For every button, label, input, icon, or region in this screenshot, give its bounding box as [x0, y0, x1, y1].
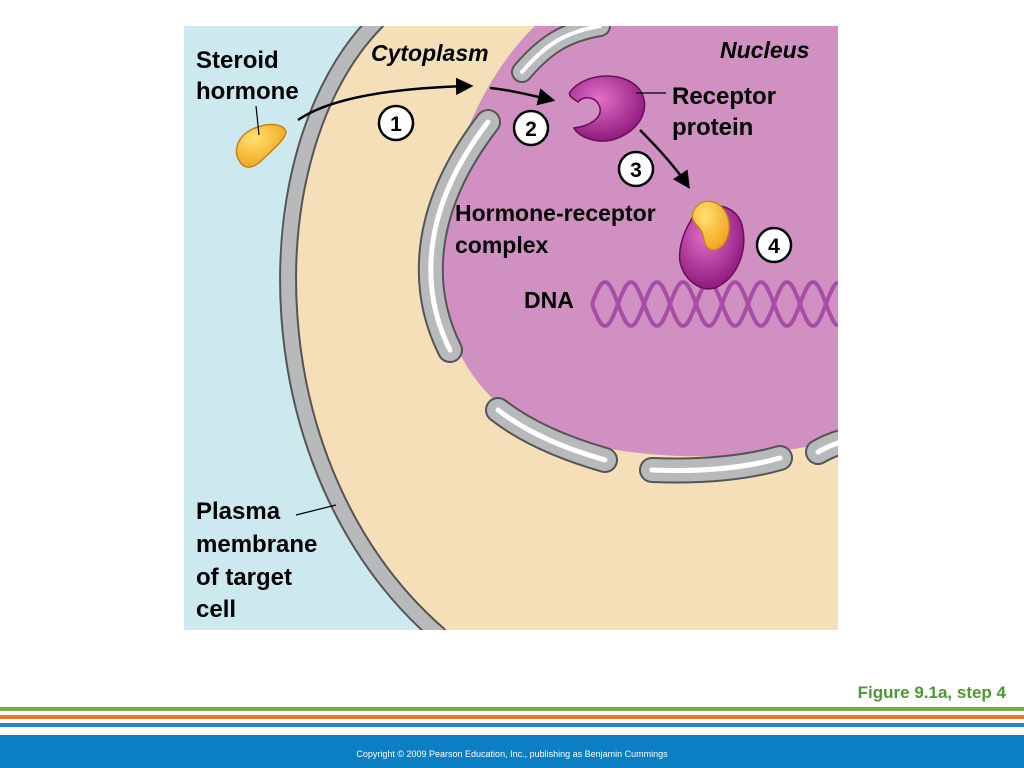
cytoplasm-label: Cytoplasm	[371, 40, 489, 66]
svg-text:3: 3	[630, 159, 642, 182]
step-1-arrow	[297, 77, 474, 122]
step-3-marker: 3	[617, 150, 655, 188]
figure-caption: Figure 9.1a, step 4	[857, 683, 1006, 702]
blue-stripe	[0, 723, 1024, 727]
footer-bar	[0, 735, 1024, 768]
plasma-membrane-core	[281, 26, 444, 630]
hormone-receptor-complex	[678, 200, 745, 290]
svg-text:1: 1	[390, 113, 402, 136]
step-2-marker: 2	[512, 109, 550, 147]
step-2-arrow	[489, 86, 556, 106]
nucleus-label: Nucleus	[720, 37, 809, 63]
steroid-hormone-label: Steroid hormone	[196, 47, 299, 105]
step-1-marker: 1	[377, 104, 415, 142]
plasma-membrane-leader	[295, 504, 337, 516]
dna-label: DNA	[524, 287, 574, 313]
step-4-marker: 4	[755, 226, 793, 264]
svg-text:2: 2	[525, 118, 537, 141]
hormone-receptor-complex-label: Hormone-receptor complex	[455, 200, 662, 258]
copyright-notice: Copyright © 2009 Pearson Education, Inc.…	[356, 749, 668, 759]
nuclear-envelope	[417, 26, 838, 484]
green-stripe	[0, 707, 1024, 711]
receptor-protein-label: Receptor protein	[672, 83, 783, 141]
step-3-arrow	[639, 129, 690, 189]
steroid-hormone-molecule	[235, 123, 287, 168]
orange-stripe	[0, 715, 1024, 719]
receptor-protein	[568, 75, 646, 142]
plasma-membrane-label: Plasma membrane of target cell	[196, 498, 324, 623]
steroid-hormone-leader	[255, 105, 260, 136]
svg-text:4: 4	[768, 235, 780, 258]
